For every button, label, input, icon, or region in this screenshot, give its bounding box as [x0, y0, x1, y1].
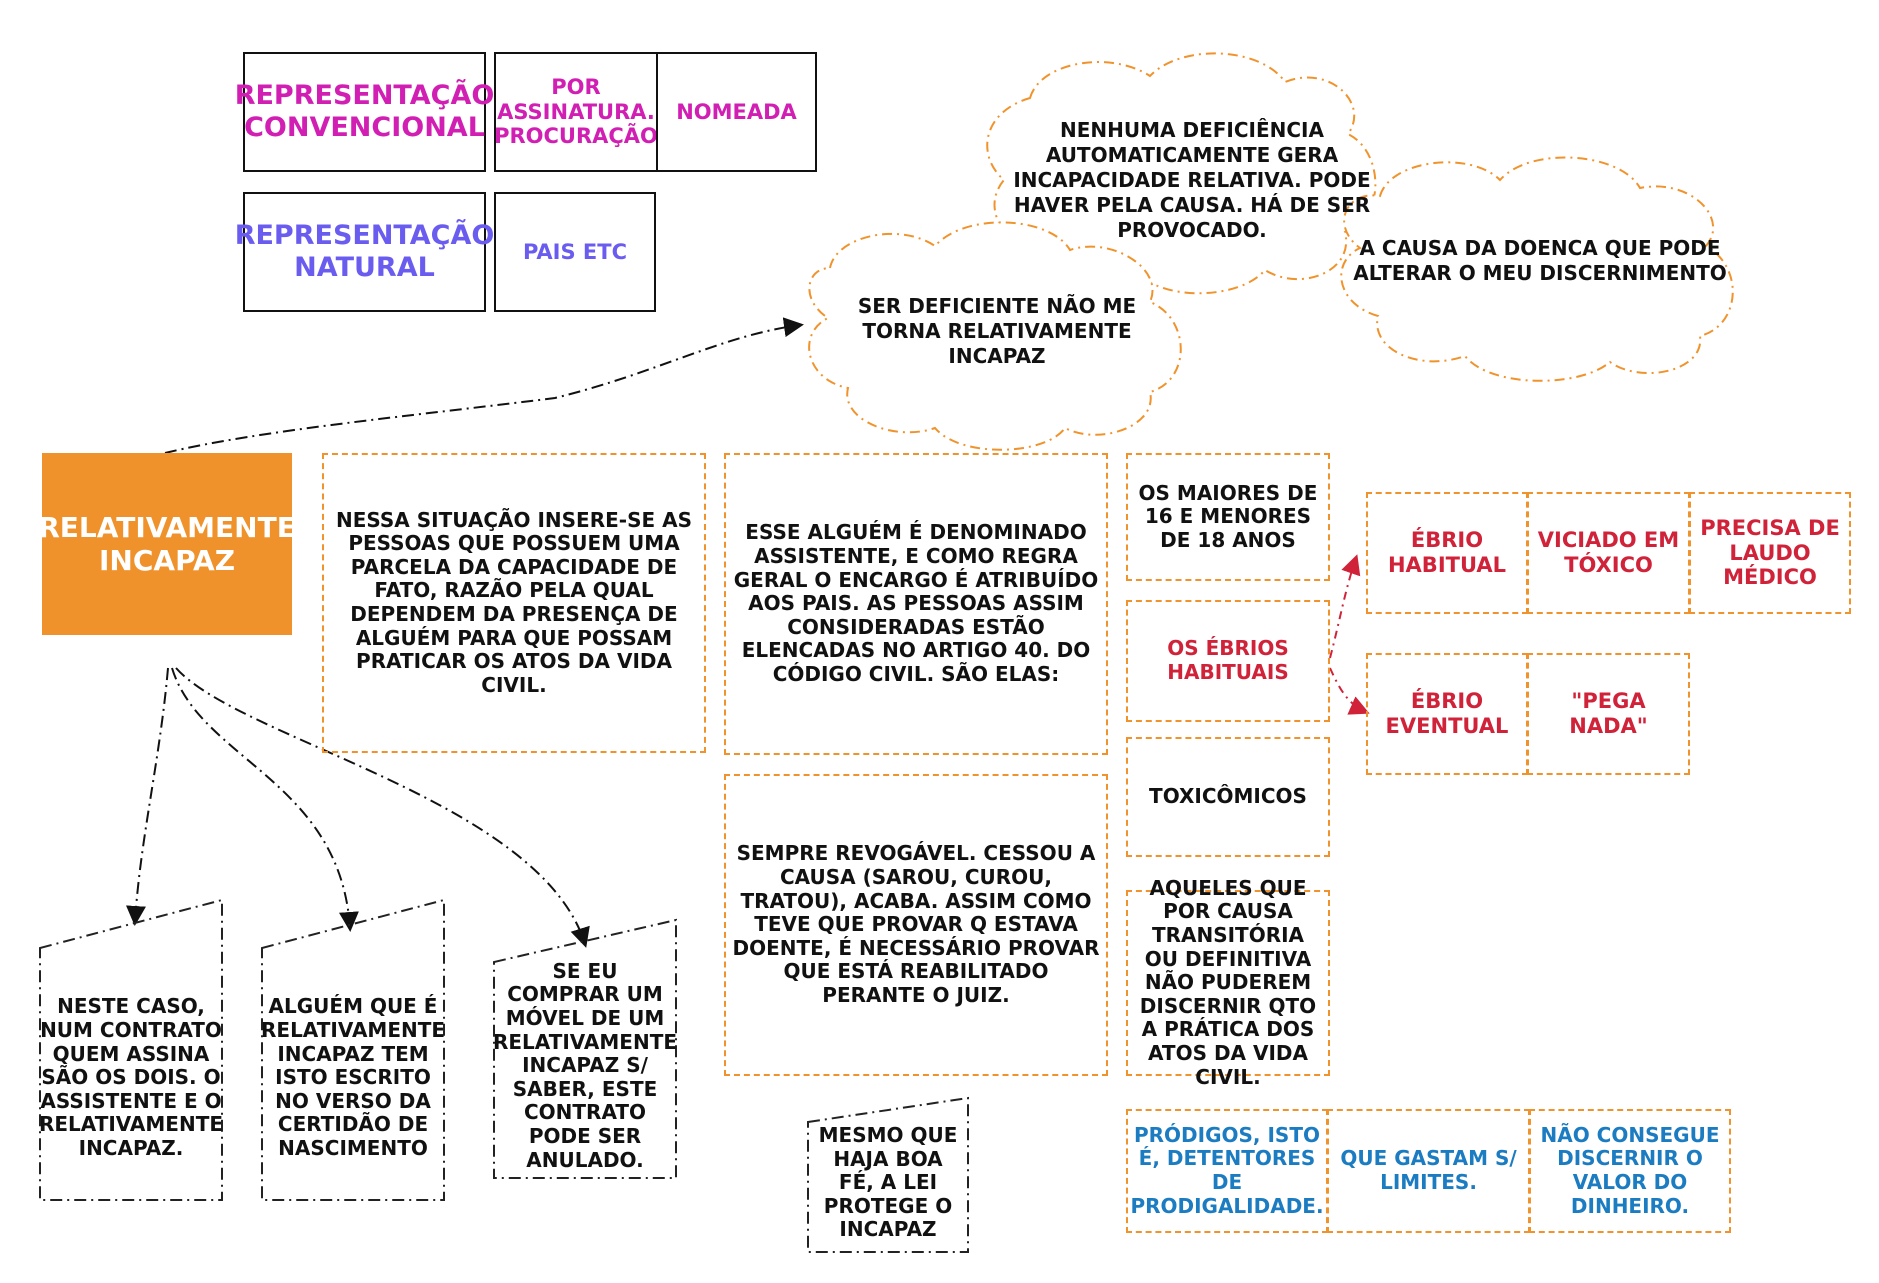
connector-main-to-note-2: [171, 667, 359, 932]
legend-natural-parents: Pais etc: [494, 192, 656, 312]
connector-drunkards-to-eventual: [1329, 667, 1370, 715]
note-birth-cert: Alguém que é relativamente incapaz tem i…: [261, 994, 446, 1160]
prodigals-value: Não consegue discernir o valor do dinhei…: [1529, 1109, 1731, 1233]
desc-situation: Nessa situação insere-se as pessoas que …: [322, 453, 706, 753]
note-contract-sign: Neste caso, num contrato quem assina são…: [38, 994, 224, 1160]
category-minors: Os maiores de 16 e menores de 18 anos: [1126, 453, 1330, 581]
category-cannot-discern: Aqueles que por causa transitória ou def…: [1126, 876, 1330, 1088]
connector-main-to-note-3: [175, 667, 590, 948]
note-contract-void-outline: [493, 918, 677, 1179]
desc-assistant: Esse alguém é denominado assistente, e c…: [724, 453, 1108, 755]
note-contract-sign-outline: [39, 898, 223, 1201]
legend-conventional: Representação Convencional: [235, 52, 494, 172]
drunkard-eventual: Ébrio eventual: [1366, 653, 1528, 775]
cloud-deficiency: Nenhuma deficiência automaticamente gera…: [1013, 118, 1371, 242]
note-good-faith-outline: [807, 1096, 969, 1253]
drunkard-habitual-report: Precisa de laudo médico: [1689, 492, 1851, 614]
connector-main-to-note-1: [125, 667, 169, 926]
legend-conventional-appointed: Nomeada: [656, 52, 817, 172]
connector-drunkards-to-habitual: [1329, 554, 1361, 659]
note-good-faith: Mesmo que haja boa fé, a lei protege o i…: [818, 1123, 958, 1242]
drunkard-habitual: Ébrio Habitual: [1366, 492, 1528, 614]
drunkard-eventual-note: "Pega nada": [1527, 653, 1690, 775]
cloud-disease-cause: A causa da doenca que pode alterar o meu…: [1353, 236, 1727, 285]
drunkard-habitual-addicted: Viciado em tóxico: [1527, 492, 1690, 614]
prodigals-spend: Que gastam s/ limites.: [1327, 1109, 1530, 1233]
cloud-not-incapable: Ser deficiente não me torna relativament…: [857, 294, 1137, 368]
category-drunkards: Os ébrios habituais: [1126, 600, 1330, 722]
legend-conventional-by-signature: Por assinatura. Procuração: [494, 52, 658, 172]
main-node-relatively-incapable: Relativamente Incapaz: [38, 453, 296, 635]
prodigals-definition: Pródigos, isto é, detentores de prodigal…: [1126, 1109, 1328, 1233]
cloud-disease-outline: [1340, 156, 1734, 382]
note-contract-void: Se eu comprar um móvel de um relativamen…: [492, 958, 678, 1172]
desc-revocable: Sempre revogável. Cessou a causa (sarou,…: [724, 774, 1108, 1076]
category-drug-addicts: Toxicômicos: [1126, 737, 1330, 857]
note-birth-cert-outline: [261, 898, 445, 1201]
legend-natural: Representação Natural: [235, 192, 494, 312]
cloud-not-incapable-outline: [808, 221, 1182, 451]
connector-main-to-cloud: [164, 317, 804, 454]
